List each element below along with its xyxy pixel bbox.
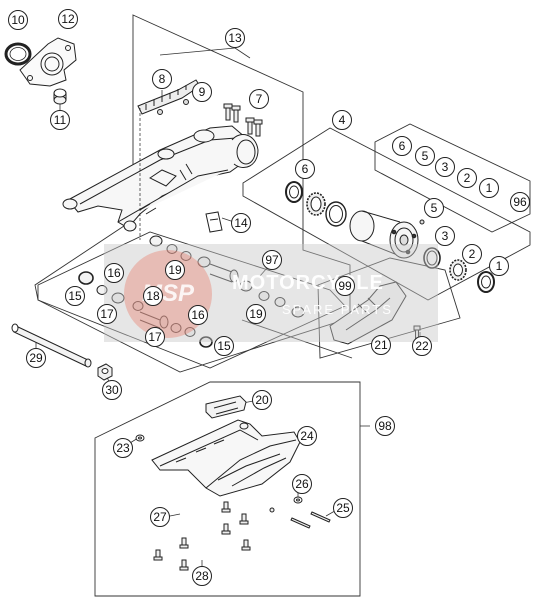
callout-24[interactable]: 24: [297, 426, 317, 446]
callout-13[interactable]: 13: [225, 28, 245, 48]
callout-28[interactable]: 28: [192, 566, 212, 586]
part-9-screws: [157, 99, 189, 115]
part-30-nut: [97, 363, 113, 381]
part-6-seal: [285, 181, 303, 203]
part-29-pivot-axle: [11, 323, 92, 368]
callout-25[interactable]: 25: [333, 498, 353, 518]
part-7-bolts: [223, 103, 263, 137]
callout-98[interactable]: 98: [375, 416, 395, 436]
callout-11[interactable]: 11: [50, 110, 70, 130]
callout-26[interactable]: 26: [292, 474, 312, 494]
part-5-pin: [419, 219, 425, 225]
watermark-text-spare-parts: SPARE PARTS: [282, 302, 393, 317]
callout-18[interactable]: 18: [143, 286, 163, 306]
part-12-sprocket-bracket: [19, 37, 77, 87]
part-spacer-ring: [325, 201, 347, 227]
callout-4[interactable]: 4: [332, 110, 352, 130]
callout-16-a[interactable]: 16: [104, 263, 124, 283]
callout-12[interactable]: 12: [58, 9, 78, 29]
part-21-chain-guide: [329, 281, 407, 345]
callout-20[interactable]: 20: [252, 390, 272, 410]
callout-9[interactable]: 9: [192, 82, 212, 102]
callout-16-b[interactable]: 16: [188, 305, 208, 325]
part-needle-bearing: [306, 192, 326, 216]
callout-14[interactable]: 14: [231, 213, 251, 233]
part-23-washer: [135, 434, 145, 442]
callout-17-a[interactable]: 17: [97, 304, 117, 324]
part-3-ring: [423, 247, 441, 269]
callout-3-top[interactable]: 3: [435, 157, 455, 177]
outline-bearing-group: [242, 127, 531, 301]
callout-27[interactable]: 27: [150, 507, 170, 527]
part-26-washer: [293, 496, 303, 504]
callout-15-b[interactable]: 15: [214, 336, 234, 356]
callout-21[interactable]: 21: [371, 335, 391, 355]
callout-29[interactable]: 29: [26, 348, 46, 368]
callout-8[interactable]: 8: [152, 69, 172, 89]
part-20-pad: [205, 395, 247, 419]
callout-3[interactable]: 3: [435, 226, 455, 246]
callout-1-top[interactable]: 1: [479, 178, 499, 198]
part-1-seal: [477, 271, 495, 293]
part-4-hub-sleeve: [349, 210, 419, 259]
group-outlines: [34, 14, 531, 597]
callout-5-top[interactable]: 5: [415, 146, 435, 166]
part-14-label: [205, 211, 223, 233]
callout-15-a[interactable]: 15: [65, 286, 85, 306]
callout-23[interactable]: 23: [113, 438, 133, 458]
callout-19-a[interactable]: 19: [165, 260, 185, 280]
callout-2[interactable]: 2: [462, 244, 482, 264]
part-bushing-kit: [78, 235, 305, 348]
outline-chain-guide-group: [317, 257, 461, 359]
callout-2-top[interactable]: 2: [457, 168, 477, 188]
outline-skid-plate-group: [94, 381, 361, 597]
callout-1[interactable]: 1: [489, 256, 509, 276]
callout-7[interactable]: 7: [249, 89, 269, 109]
outline-chain-slider-lead: [241, 319, 353, 359]
callout-17-b[interactable]: 17: [145, 327, 165, 347]
outline-seal-group: [374, 123, 531, 233]
part-2-bearing: [449, 259, 467, 281]
part-27-28-screws: [153, 501, 251, 571]
callout-30[interactable]: 30: [102, 380, 122, 400]
callout-6-top[interactable]: 6: [392, 136, 412, 156]
callout-6[interactable]: 6: [295, 159, 315, 179]
part-25-bolt: [269, 507, 331, 529]
callout-97[interactable]: 97: [262, 250, 282, 270]
callout-99[interactable]: 99: [335, 276, 355, 296]
callout-5[interactable]: 5: [424, 198, 444, 218]
outline-bushing-group: [37, 231, 346, 369]
part-24-skid-plate: [151, 419, 301, 497]
part-13-swingarm: [62, 125, 259, 232]
callout-10[interactable]: 10: [8, 10, 28, 30]
part-10-o-ring: [4, 42, 32, 66]
callout-96[interactable]: 96: [510, 192, 530, 212]
watermark-text-motorcycle: MOTORCYCLE: [232, 272, 384, 294]
part-11-sleeve: [53, 88, 67, 105]
callout-19-b[interactable]: 19: [246, 304, 266, 324]
callout-22[interactable]: 22: [412, 336, 432, 356]
